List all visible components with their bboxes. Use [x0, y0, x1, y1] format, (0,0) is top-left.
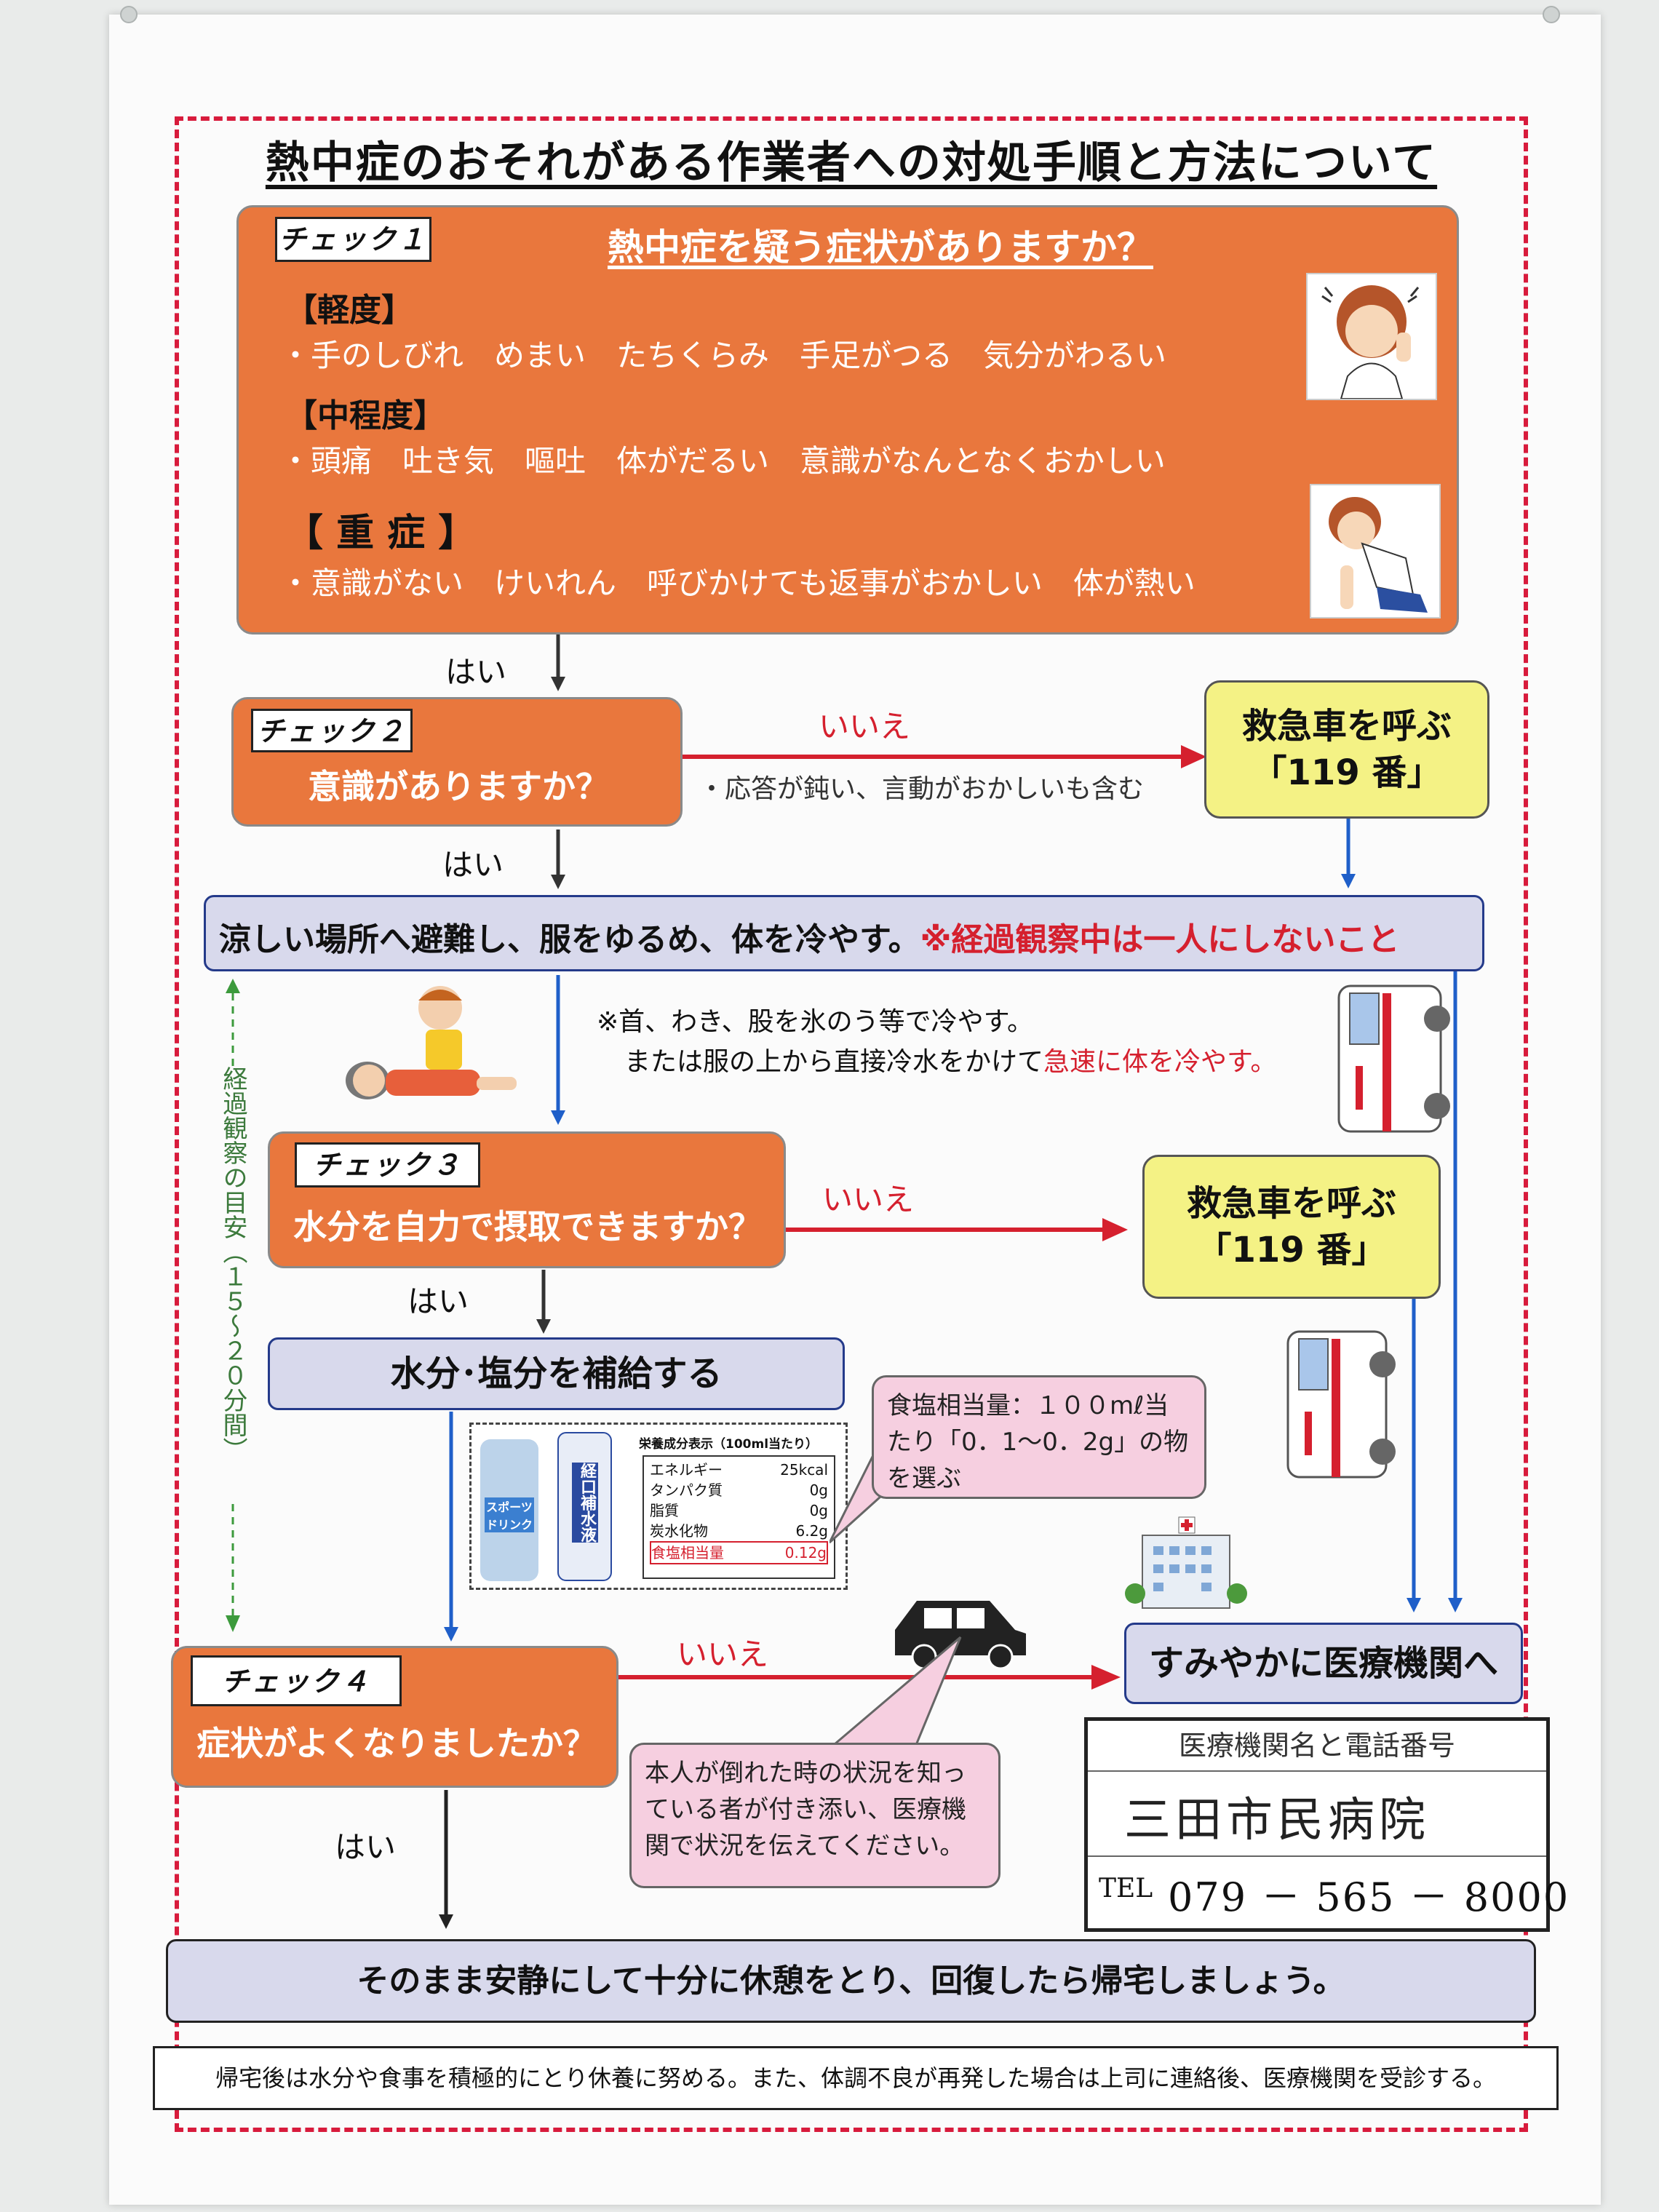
ambulance-box-2: 救急車を呼ぶ 「119 番」: [1142, 1155, 1441, 1299]
yes-label: はい: [335, 1829, 397, 1865]
observation-label: 経過観察の目安（１５～２０分間）: [212, 1066, 253, 1503]
severe-heading: 【 重 症 】: [285, 512, 477, 555]
nutrition-title: 栄養成分表示（100ml当たり）: [639, 1437, 819, 1452]
ambulance-box-1: 救急車を呼ぶ 「119 番」: [1204, 680, 1489, 819]
hospital-illustration: [1124, 1513, 1248, 1612]
page-title: 熱中症のおそれがある作業者への対処手順と方法について: [265, 138, 1438, 188]
headache-woman-illustration: [1306, 273, 1437, 400]
ambulance-line1: 救急車を呼ぶ: [1241, 706, 1452, 747]
arrow-down-blue: [1407, 1299, 1421, 1615]
footer-note: 帰宅後は水分や食事を積極的にとり休養に努める。また、体調不良が再発した場合は上司…: [153, 2046, 1559, 2110]
yes-label: はい: [442, 847, 504, 883]
arrow-down: [536, 1270, 551, 1335]
yes-label: はい: [445, 654, 507, 690]
oral-rehydration-bottle: 経口補水液: [557, 1432, 612, 1581]
arrow-down-blue: [551, 975, 565, 1128]
cooling-patient-illustration: [324, 979, 520, 1113]
companion-callout: 本人が倒れた時の状況を知っている者が付き添い、医療機関で状況を伝えてください。: [629, 1743, 1000, 1888]
ambulance-line2: 「119 番」: [1252, 752, 1442, 793]
cooling-bar: 涼しい場所へ避難し、服をゆるめ、体を冷やす。※経過観察中は一人にしないこと: [204, 895, 1484, 971]
arrow-down: [551, 830, 565, 891]
ambulance-line1: 救急車を呼ぶ: [1186, 1183, 1396, 1224]
cooling-tip1: ※首、わき、股を氷のう等で冷やす。: [597, 1007, 1034, 1037]
yes-label: はい: [407, 1284, 469, 1319]
tel-number: 079 － 565 － 8000: [1168, 1874, 1570, 1920]
check1-question: 熱中症を疑う症状がありますか？: [608, 226, 1153, 268]
mild-heading: 【軽度】: [285, 292, 413, 329]
check1-box: [236, 205, 1459, 634]
arrow-right-red: [683, 742, 1206, 771]
severe-items: ・意識がない けいれん 呼びかけても返事がおかしい 体が熱い: [280, 565, 1195, 601]
collapsing-woman-illustration: [1310, 484, 1441, 618]
no-label: いいえ: [819, 709, 911, 744]
observation-arrow: [226, 979, 240, 1634]
pin: [120, 6, 138, 23]
tel-label: TEL: [1099, 1874, 1153, 1903]
divider: [1088, 1855, 1546, 1857]
sports-drink-bottle: スポーツドリンク: [480, 1439, 538, 1581]
ambulance-illustration: [1284, 1324, 1404, 1488]
hydrate-bar: 水分･塩分を補給する: [268, 1337, 845, 1410]
check2-tag: チェック２: [251, 709, 413, 752]
salt-callout: 食塩相当量：１００mℓ当たり「0．1～0．2g」の物を選ぶ: [872, 1375, 1206, 1499]
hospital-card-header: 医療機関名と電話番号: [1088, 1721, 1546, 1772]
car-illustration: [888, 1590, 1033, 1670]
arrow-down: [551, 634, 565, 693]
arrow-down-blue-long: [1448, 971, 1463, 1615]
check4-tag: チェック４: [191, 1655, 402, 1706]
cooling-main: 涼しい場所へ避難し、服をゆるめ、体を冷やす。: [219, 921, 920, 958]
check2-note: ・応答が鈍い、言動がおかしいも含む: [699, 774, 1145, 804]
moderate-heading: 【中程度】: [285, 397, 445, 434]
no-label: いいえ: [677, 1636, 769, 1672]
check1-tag: チェック１: [275, 217, 431, 262]
hospital-card: 医療機関名と電話番号 三田市民病院 TEL 079 － 565 － 8000: [1084, 1717, 1568, 1932]
moderate-items: ・頭痛 吐き気 嘔吐 体がだるい 意識がなんとなくおかしい: [280, 443, 1166, 479]
check3-question: 水分を自力で摂取できますか？: [293, 1207, 762, 1246]
ambulance-line2: 「119 番」: [1196, 1230, 1387, 1270]
arrow-down-blue: [1341, 819, 1356, 891]
pin: [1543, 6, 1560, 23]
rest-bar: そのまま安静にして十分に休憩をとり、回復したら帰宅しましょう。: [166, 1939, 1536, 2023]
check2-question: 意識がありますか？: [308, 767, 609, 806]
arrow-right-red: [618, 1663, 1121, 1692]
hospital-goto-box: すみやかに医療機関へ: [1124, 1623, 1523, 1704]
callout-pointer: [786, 1634, 975, 1762]
mild-items: ・手のしびれ めまい たちくらみ 手足がつる 気分がわるい: [280, 338, 1167, 373]
arrow-right-red: [786, 1215, 1128, 1244]
arrow-down-blue: [444, 1412, 458, 1644]
arrow-down: [439, 1790, 453, 1932]
no-label: いいえ: [822, 1182, 915, 1217]
cooling-tip2: または服の上から直接冷水をかけて急速に体を冷やす。: [624, 1047, 1277, 1077]
check3-tag: チェック３: [295, 1142, 480, 1187]
hospital-name: 三田市民病院: [1124, 1794, 1430, 1847]
cooling-warning: ※経過観察中は一人にしないこと: [920, 921, 1400, 958]
ambulance-illustration: [1335, 979, 1459, 1142]
dashed-frame: [175, 116, 1528, 2132]
check4-question: 症状がよくなりましたか？: [196, 1724, 597, 1763]
